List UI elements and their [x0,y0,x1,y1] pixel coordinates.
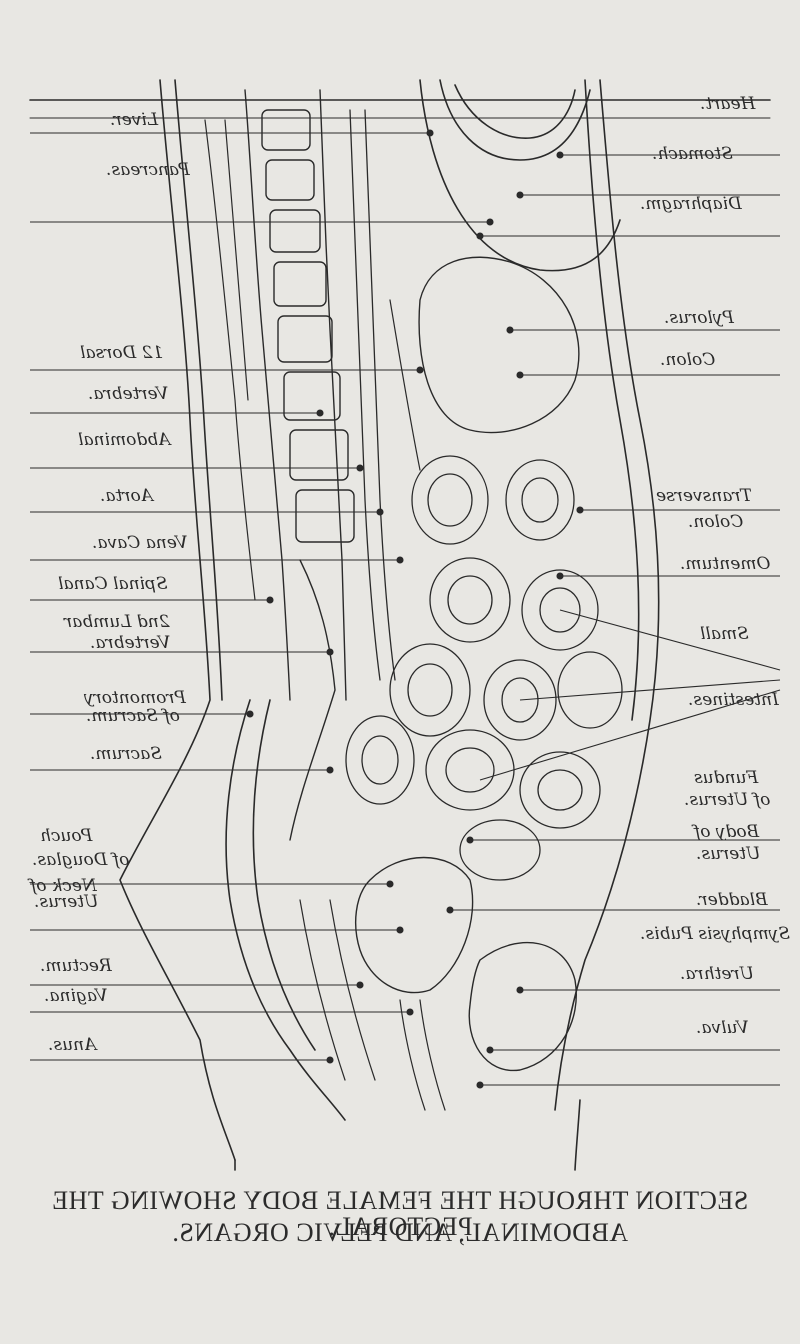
label-small: Small [700,624,749,644]
label-abdominal: Abdominal [78,430,171,450]
label-of-uterus: of Uterus. [684,790,771,810]
label-liver: Liver. [110,110,159,130]
label-vertebra-2: Vertebra. [90,633,171,653]
label-diaphragm: Diaphragm. [640,194,742,214]
label-transverse: Transverse [656,486,752,506]
label-vena-cava: Vena Cava. [92,533,188,553]
label-stomach: Stomach. [652,144,733,164]
label-vagina: Vagina. [44,986,108,1006]
label-sacrum: Sacrum. [90,744,162,764]
label-colon-2: Colon. [688,512,744,532]
label-uterus-right: Uterus. [696,844,761,864]
label-uterus-left: Uterus. [34,892,99,912]
label-body-of: Body of [694,822,760,842]
label-vulva: Vulva. [696,1018,749,1038]
label-pouch: Pouch [40,826,93,846]
label-omentum: Omentum. [680,554,771,574]
label-urethra: Urethra. [680,964,754,984]
label-anus: Anus. [48,1035,97,1055]
label-pancreas: Pancreas. [106,160,190,180]
label-aorta: Aorta. [100,486,154,506]
label-of-sacrum: of Sacrum. [86,706,180,726]
label-rectum: Rectum. [40,956,112,976]
label-of-douglas: of Douglas. [32,850,130,870]
label-bladder: Bladder. [696,890,768,910]
label-pylorus: Pylorus. [664,308,734,328]
label-colon-1: Colon. [660,350,716,370]
label-spinal-canal: Spinal Canal [58,574,168,594]
label-vertebra-1: Vertebra. [88,384,169,404]
label-heart: Heart. [700,94,756,114]
label-12-dorsal: 12 Dorsal [80,343,164,363]
label-2nd-lumbar: 2nd Lumbar [64,612,170,632]
label-intestines: Intestines. [688,690,779,710]
figure-caption-line2: ABDOMINAL, AND PELVIC ORGANS. [171,1218,629,1247]
label-symphysis-pubis: Symphysis Pubis. [640,924,790,944]
label-fundus: Fundus [694,768,759,788]
label-promontory: Promontory [84,688,186,708]
